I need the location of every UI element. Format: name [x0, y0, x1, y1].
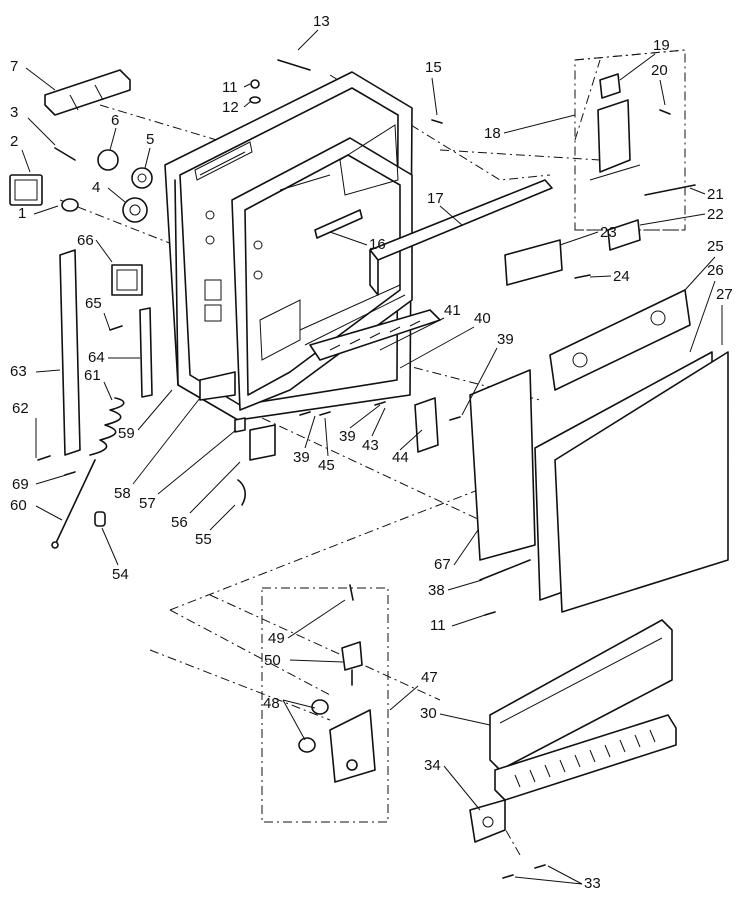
screws-left [37, 325, 123, 476]
callout-59: 59 [118, 425, 135, 442]
items-4-5-6-knobs [97, 149, 153, 223]
item-67-panel [469, 369, 536, 581]
callout-19: 19 [653, 37, 670, 54]
item-54-sleeve [94, 511, 106, 527]
callout-22: 22 [707, 206, 724, 223]
callout-18: 18 [484, 125, 501, 142]
item-1-clip [61, 198, 79, 212]
callout-43: 43 [362, 437, 379, 454]
callout-25: 25 [707, 238, 724, 255]
callout-56: 56 [171, 514, 188, 531]
callout-38: 38 [428, 582, 445, 599]
callout-20: 20 [651, 62, 668, 79]
callout-4: 4 [92, 179, 100, 196]
callout-labels: 1 2 3 4 5 6 7 11 12 13 15 16 17 18 19 20… [10, 13, 733, 892]
callout-13: 13 [313, 13, 330, 30]
callout-7: 7 [10, 58, 18, 75]
callout-49: 49 [268, 630, 285, 647]
callout-63: 63 [10, 363, 27, 380]
callout-69: 69 [12, 476, 29, 493]
item-30-panel [489, 619, 673, 771]
callout-44: 44 [392, 449, 409, 466]
callout-30: 30 [420, 705, 437, 722]
callout-26: 26 [707, 262, 724, 279]
latch-assembly-box [574, 49, 696, 251]
inner-door-panel [231, 124, 413, 411]
callout-47: 47 [421, 669, 438, 686]
item-15-screw [431, 119, 443, 124]
item-3-pin [54, 147, 76, 161]
callout-15: 15 [425, 59, 442, 76]
callout-16: 16 [369, 236, 386, 253]
items-55-56-57-58 [199, 371, 276, 506]
callout-60: 60 [10, 497, 27, 514]
callout-62: 62 [12, 400, 29, 417]
callout-61: 61 [84, 367, 101, 384]
callout-39c: 39 [293, 449, 310, 466]
item-64-strip [139, 307, 153, 398]
callout-39a: 39 [497, 331, 514, 348]
callout-11a: 11 [222, 79, 238, 96]
callout-54: 54 [112, 566, 129, 583]
callout-3: 3 [10, 104, 18, 121]
callout-24: 24 [613, 268, 630, 285]
callout-57: 57 [139, 495, 156, 512]
item-23-bracket [504, 239, 591, 286]
item-34-vent-plate [469, 714, 677, 843]
callout-48: 48 [263, 695, 280, 712]
item-47-box [261, 584, 389, 823]
item-61-spring [89, 397, 125, 456]
item-60-cable [51, 459, 96, 549]
callout-67: 67 [434, 556, 451, 573]
callout-5: 5 [146, 131, 154, 148]
callout-58: 58 [114, 485, 131, 502]
callout-1: 1 [18, 205, 26, 222]
item-33-screws [502, 864, 546, 879]
callout-23: 23 [600, 224, 617, 241]
center-small-parts [299, 397, 496, 616]
item-17-rail [369, 179, 553, 296]
leader-lines [21, 29, 723, 885]
callout-27: 27 [716, 286, 733, 303]
callout-65: 65 [85, 295, 102, 312]
item-66-plate [111, 264, 143, 296]
callout-39b: 39 [339, 428, 356, 445]
callout-12: 12 [222, 99, 239, 116]
callout-64: 64 [88, 349, 105, 366]
callout-66: 66 [77, 232, 94, 249]
item-63-rail [59, 249, 81, 456]
callout-11b: 11 [430, 617, 446, 634]
callout-33: 33 [584, 875, 601, 892]
callout-50: 50 [264, 652, 281, 669]
callout-21: 21 [707, 186, 724, 203]
callout-55: 55 [195, 531, 212, 548]
callout-45: 45 [318, 457, 335, 474]
callout-17: 17 [427, 190, 444, 207]
callout-34: 34 [424, 757, 441, 774]
item-25-panel [549, 289, 691, 391]
item-27-panel [554, 351, 729, 613]
callout-2: 2 [10, 133, 18, 150]
items-11-12-13-fasteners [249, 59, 311, 104]
item-2-bracket [9, 174, 43, 206]
callout-6: 6 [111, 112, 119, 129]
item-7-hinge [44, 69, 131, 116]
callout-41: 41 [444, 302, 461, 319]
callout-40: 40 [474, 310, 491, 327]
